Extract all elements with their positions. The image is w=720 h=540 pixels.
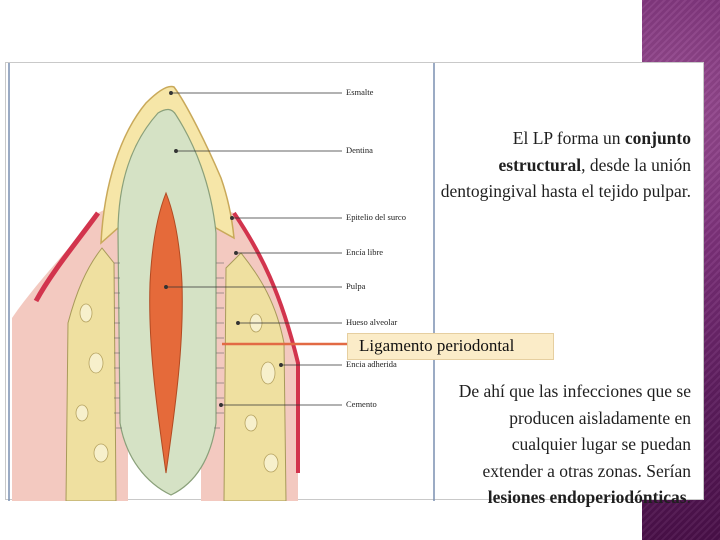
p2-line4: extender a otras zonas. Serían	[482, 460, 691, 481]
label-cemento: Cemento	[346, 399, 377, 409]
label-encia-libre: Encía libre	[346, 247, 384, 257]
p2-line2: producen aisladamente en	[509, 407, 691, 428]
label-hueso-alveolar: Hueso alveolar	[346, 317, 398, 327]
slide-content: Esmalte Dentina Epitelio del surco Encía…	[5, 62, 704, 507]
ligament-label-box	[347, 333, 554, 360]
p1-line3: dentogingival hasta el tejido pulpar.	[440, 181, 691, 201]
p2-line1: De ahí que las infecciones que se	[458, 381, 691, 401]
p1-text-b: , desde la unión	[581, 154, 691, 175]
alveolar-bone-shape	[65, 247, 117, 501]
paragraph-lp-structure: El LP forma un conjunto estructural, des…	[391, 125, 691, 205]
label-dentina: Dentina	[346, 145, 373, 155]
label-esmalte: Esmalte	[346, 87, 374, 97]
p1-bold-conjunto: conjunto	[624, 128, 691, 148]
p2-line3: cualquier lugar se puedan	[511, 434, 691, 454]
label-encia-adherida: Encia adherida	[346, 359, 397, 369]
paragraph-infections: De ahí que las infecciones que se produc…	[401, 378, 691, 511]
p1-text-a: El LP forma un	[512, 128, 625, 148]
p2-bold-lesiones: lesiones endoperiodónticas	[487, 487, 687, 507]
p1-bold-estructural: estructural	[498, 154, 582, 175]
label-epitelio-del-surco: Epitelio del surco	[346, 212, 406, 222]
label-pulpa: Pulpa	[346, 281, 366, 291]
pulp-shape	[149, 191, 183, 474]
label-ligamento-periodontal: Ligamento periodontal	[359, 336, 515, 355]
tooth-diagram	[8, 63, 435, 501]
p2-period: .	[686, 487, 691, 507]
